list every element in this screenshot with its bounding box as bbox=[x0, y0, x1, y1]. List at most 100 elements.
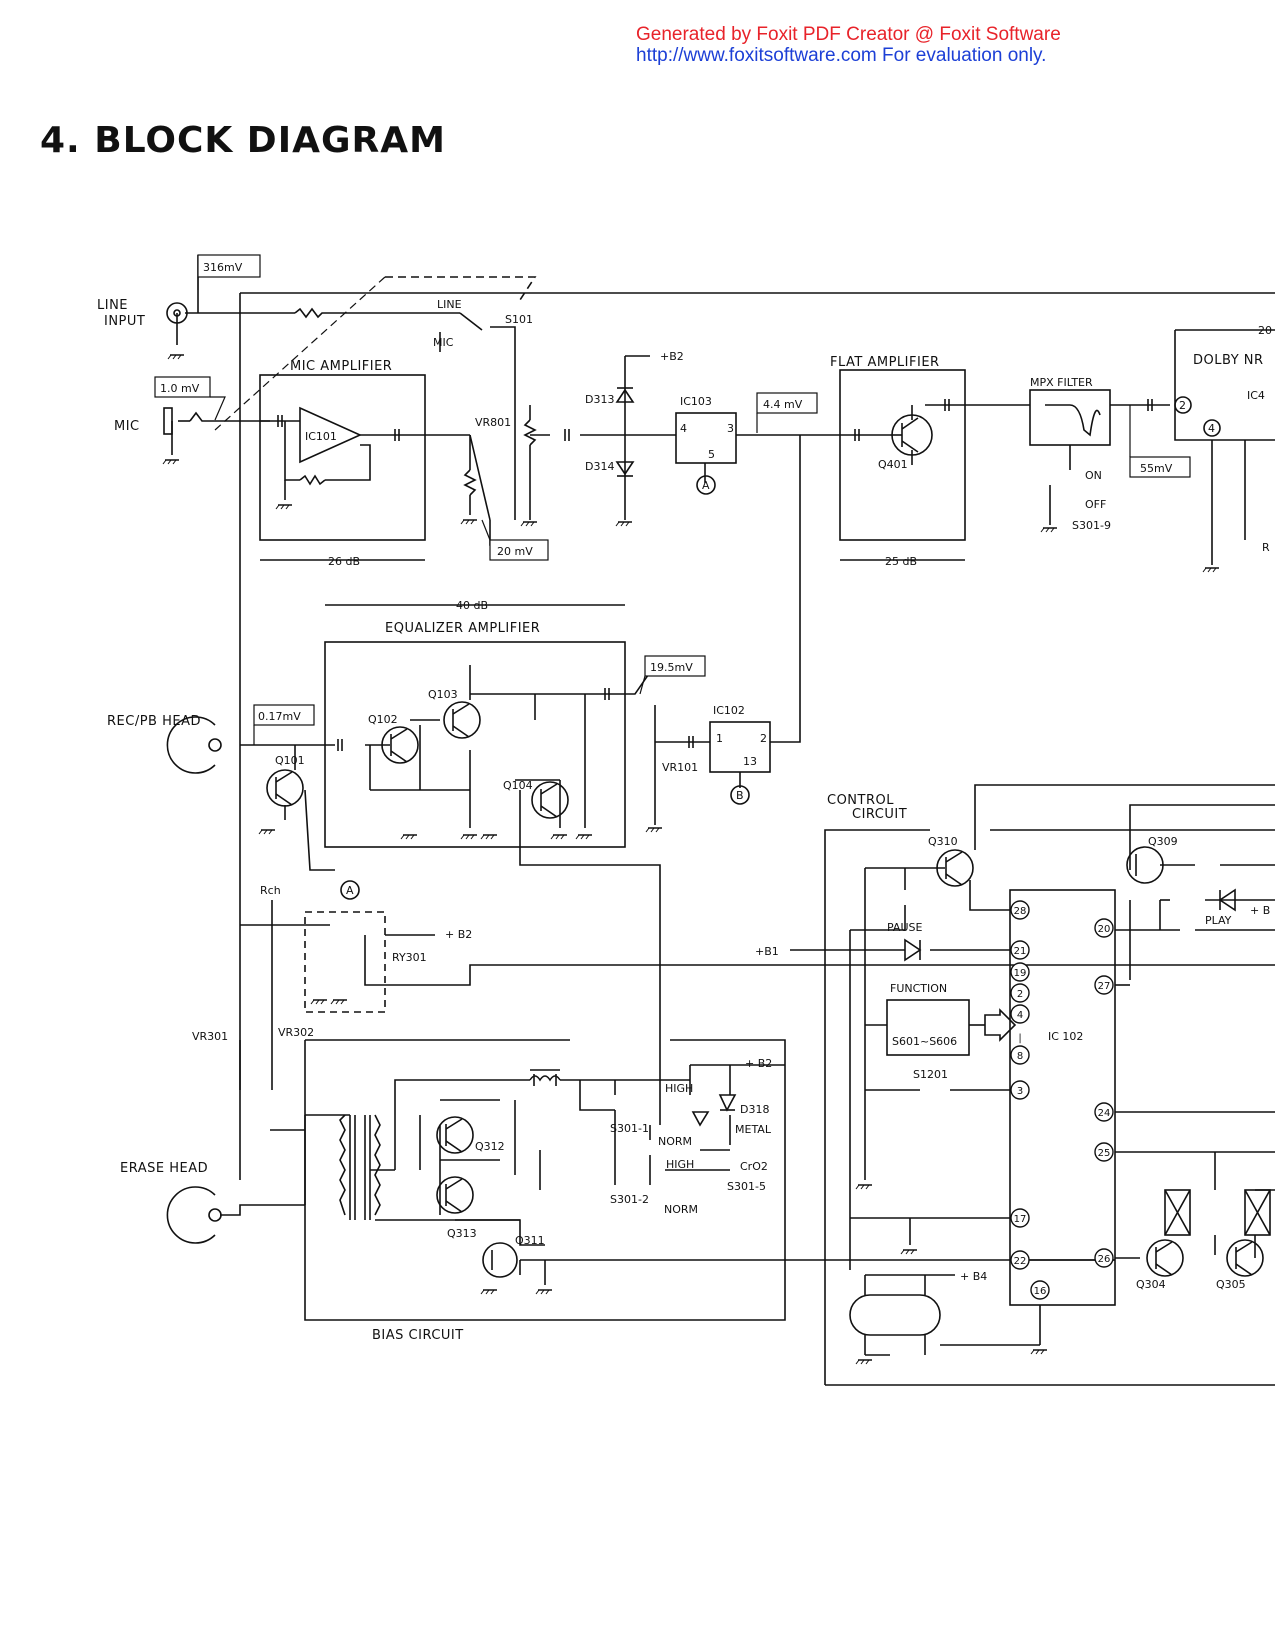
q103-label: Q103 bbox=[428, 688, 458, 701]
ic102-label: IC 102 bbox=[1048, 1030, 1083, 1043]
equalizer-amplifier-label: EQUALIZER AMPLIFIER bbox=[385, 621, 540, 636]
ic102-pin-label-10: 16 bbox=[1034, 1286, 1047, 1297]
q304-label: Q304 bbox=[1136, 1278, 1166, 1291]
flat-amplifier-label: FLAT AMPLIFIER bbox=[830, 355, 940, 370]
b2-label: +B2 bbox=[660, 350, 684, 363]
ic102-pin-24 bbox=[1094, 1102, 1114, 1122]
s101-line-label: LINE bbox=[437, 298, 462, 311]
s301-5-label: S301-5 bbox=[727, 1180, 766, 1193]
ic102-pin-label-13: 24 bbox=[1098, 1108, 1111, 1119]
s301-2-label: S301-2 bbox=[610, 1193, 649, 1206]
high2-label: HIGH bbox=[666, 1158, 694, 1171]
ic102-small-pin13: 13 bbox=[743, 755, 757, 768]
line-input-label-1: LINE bbox=[97, 298, 128, 313]
ic102-pin-label-15: 26 bbox=[1098, 1254, 1111, 1265]
ic4-label: IC4 bbox=[1247, 389, 1265, 402]
control-circuit-label-1: CONTROL bbox=[827, 793, 894, 808]
ic102-pin-label-3: 2 bbox=[1017, 989, 1023, 1000]
ic102-pin-26 bbox=[1094, 1248, 1114, 1268]
ic102-pin-label-2: 19 bbox=[1014, 968, 1027, 979]
q313-label: Q313 bbox=[447, 1227, 477, 1240]
erase-head-label: ERASE HEAD bbox=[120, 1161, 208, 1176]
q305-label: Q305 bbox=[1216, 1278, 1246, 1291]
watermark-line-1: Generated by Foxit PDF Creator @ Foxit S… bbox=[636, 24, 1061, 45]
ic102-pin-label-4: 4 bbox=[1017, 1010, 1023, 1021]
ic101-label: IC101 bbox=[305, 430, 337, 443]
ic102-small-pin2: 2 bbox=[760, 732, 767, 745]
ic102-pin-16 bbox=[1030, 1280, 1050, 1300]
ic102-pin-2 bbox=[1010, 983, 1030, 1003]
q309-label: Q309 bbox=[1148, 835, 1178, 848]
q310-label: Q310 bbox=[928, 835, 958, 848]
dolby-pin-4: 4 bbox=[1208, 422, 1215, 435]
high-label: HIGH bbox=[665, 1082, 693, 1095]
ic102-small-pin1: 1 bbox=[716, 732, 723, 745]
level-eq-out: 19.5mV bbox=[650, 661, 693, 674]
q312-label: Q312 bbox=[475, 1140, 505, 1153]
watermark: Generated by Foxit PDF Creator @ Foxit S… bbox=[636, 24, 1061, 66]
line-input-label-2: INPUT bbox=[104, 314, 145, 329]
q102-label: Q102 bbox=[368, 713, 398, 726]
function-label: FUNCTION bbox=[890, 982, 947, 995]
q311-label: Q311 bbox=[515, 1234, 545, 1247]
ic102-pin-8 bbox=[1010, 1045, 1030, 1065]
ic102-pin-22 bbox=[1010, 1250, 1030, 1270]
s101-mic-label: MIC bbox=[433, 336, 454, 349]
ic102-pin-27 bbox=[1094, 975, 1114, 995]
ic102-pin-label-11: 20 bbox=[1098, 924, 1111, 935]
ic103-pin3: 3 bbox=[727, 422, 734, 435]
ic102-pin-label-1: 21 bbox=[1014, 946, 1027, 957]
r-partial-label: R bbox=[1262, 541, 1270, 554]
dolby-nr-label: DOLBY NR bbox=[1193, 353, 1264, 368]
ic102-pin-label-5: | bbox=[1018, 1033, 1021, 1044]
gain-eq-amp: 40 dB bbox=[456, 599, 488, 612]
q104-label: Q104 bbox=[503, 779, 533, 792]
rch-label: Rch bbox=[260, 884, 281, 897]
vr302-label: VR302 bbox=[278, 1026, 314, 1039]
page-title: 4. BLOCK DIAGRAM bbox=[40, 120, 446, 161]
d313-label: D313 bbox=[585, 393, 614, 406]
ic103-pin5: 5 bbox=[708, 448, 715, 461]
control-circuit-label-2: CIRCUIT bbox=[852, 807, 907, 822]
watermark-line-2: http://www.foxitsoftware.com For evaluat… bbox=[636, 45, 1047, 66]
s301-1-label: S301-1 bbox=[610, 1122, 649, 1135]
switch-off-label: OFF bbox=[1085, 498, 1106, 511]
vr101-label: VR101 bbox=[662, 761, 698, 774]
ref-a-q101: A bbox=[346, 884, 354, 897]
d314-label: D314 bbox=[585, 460, 614, 473]
q101-label: Q101 bbox=[275, 754, 305, 767]
ic102-pin-21 bbox=[1010, 940, 1030, 960]
level-vr801: 20 mV bbox=[497, 545, 533, 558]
metal-label: METAL bbox=[735, 1123, 772, 1136]
ic102-pin-label-6: 8 bbox=[1017, 1051, 1023, 1062]
vr301-label: VR301 bbox=[192, 1030, 228, 1043]
ic103-pin4: 4 bbox=[680, 422, 687, 435]
play-label: PLAY bbox=[1205, 914, 1232, 927]
bias-circuit-label: BIAS CIRCUIT bbox=[372, 1328, 464, 1343]
b1-label: +B1 bbox=[755, 945, 779, 958]
s301-9-label: S301-9 bbox=[1072, 519, 1111, 532]
ic102-pin-4 bbox=[1010, 1004, 1030, 1024]
rec-pb-head-label: REC/PB HEAD bbox=[107, 714, 201, 729]
ic102-pin-28 bbox=[1010, 900, 1030, 920]
ic102-small-label: IC102 bbox=[713, 704, 745, 717]
gain-mic-amp: 26 dB bbox=[328, 555, 360, 568]
b2b-label: + B2 bbox=[445, 928, 472, 941]
level-line: 316mV bbox=[203, 261, 243, 274]
ic102-pin-17 bbox=[1010, 1208, 1030, 1228]
ic102-pin-label-7: 3 bbox=[1017, 1086, 1023, 1097]
mic-input-label: MIC bbox=[114, 419, 140, 434]
s601-label: S601~S606 bbox=[892, 1035, 957, 1048]
mpx-filter-label: MPX FILTER bbox=[1030, 376, 1093, 389]
pause-label: PAUSE bbox=[887, 921, 922, 934]
ic102-pin-label-8: 17 bbox=[1014, 1214, 1027, 1225]
b2c-label: + B2 bbox=[745, 1057, 772, 1070]
ref-a-ic103: A bbox=[702, 479, 710, 492]
mic-amplifier-label: MIC AMPLIFIER bbox=[290, 359, 392, 374]
ic102-pin-20 bbox=[1094, 918, 1114, 938]
gain-dolby: 20 bbox=[1258, 324, 1272, 337]
ic102-pin-3 bbox=[1010, 1080, 1030, 1100]
ic103-label: IC103 bbox=[680, 395, 712, 408]
s1201-label: S1201 bbox=[913, 1068, 948, 1081]
